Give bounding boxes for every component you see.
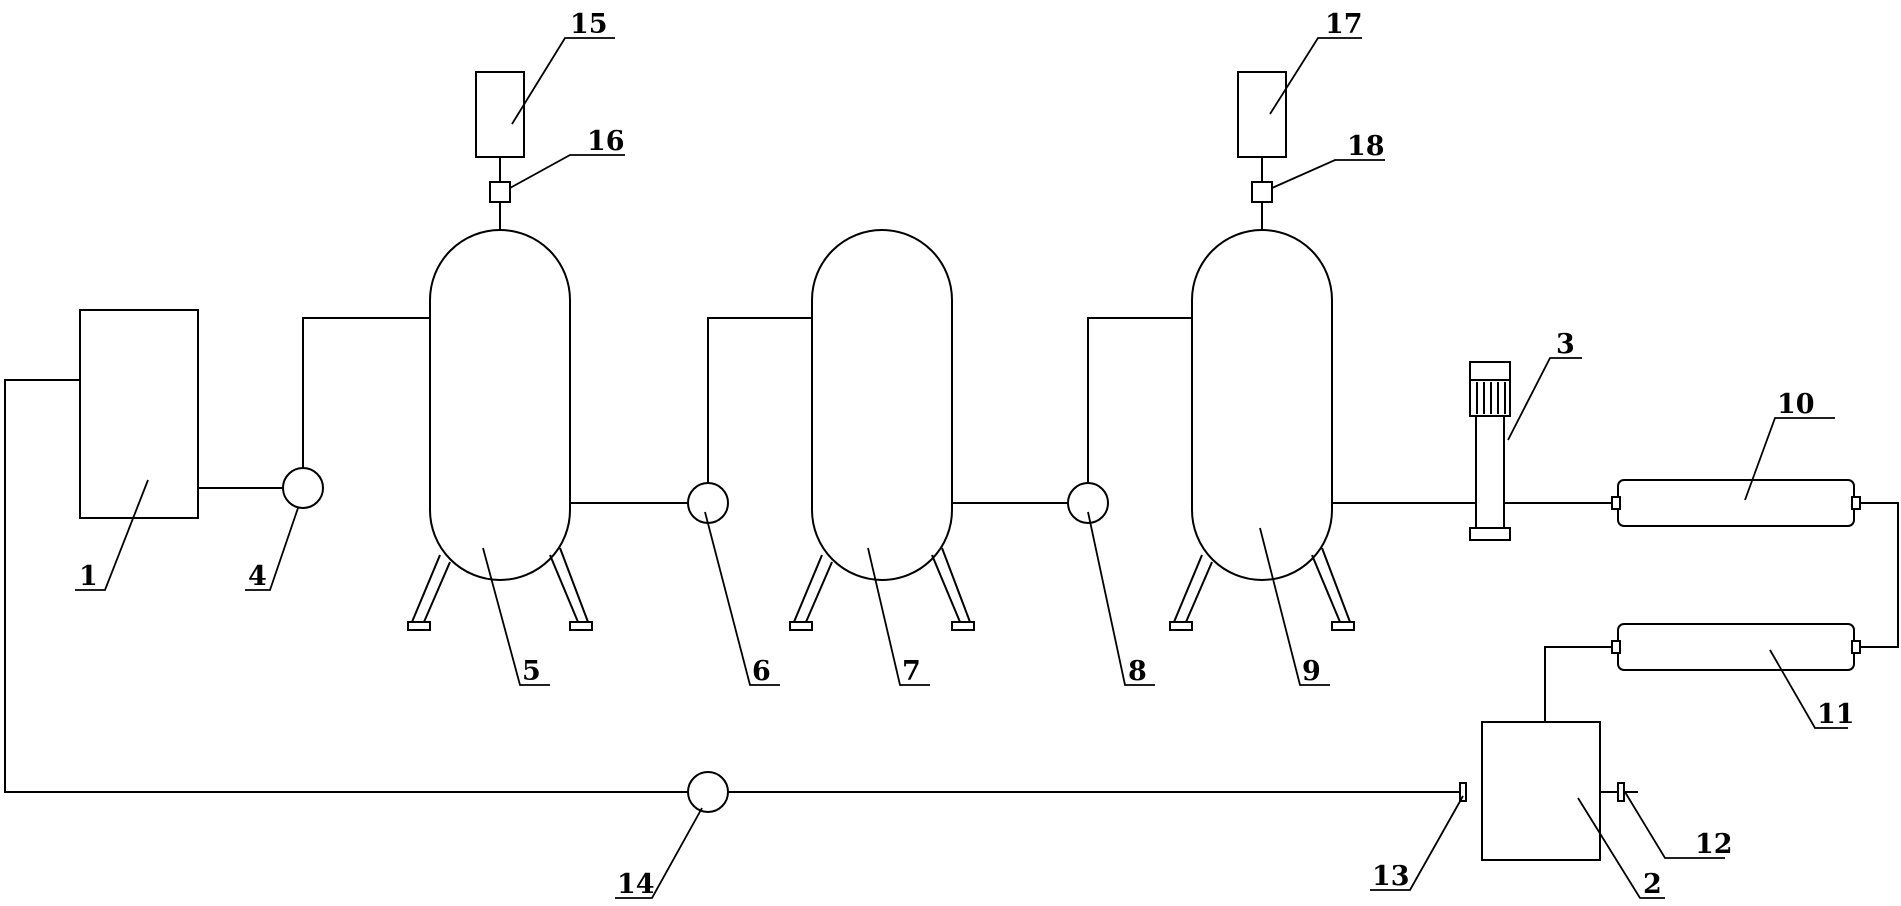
pipe-11-to-2 bbox=[1544, 646, 1612, 722]
component-15 bbox=[475, 71, 525, 158]
label-14: 14 bbox=[617, 869, 655, 900]
filter-3 bbox=[1469, 361, 1511, 541]
label-10: 10 bbox=[1777, 389, 1815, 420]
label-3: 3 bbox=[1556, 329, 1575, 360]
label-11: 11 bbox=[1817, 699, 1855, 730]
tank-2 bbox=[1481, 721, 1601, 861]
pipe-6-to-7 bbox=[707, 317, 812, 485]
valve-13 bbox=[1459, 782, 1467, 802]
pipe-4-to-5 bbox=[302, 317, 430, 470]
leaders bbox=[75, 37, 1848, 899]
label-8: 8 bbox=[1128, 656, 1147, 687]
component-18 bbox=[1251, 181, 1273, 203]
label-5: 5 bbox=[522, 656, 541, 687]
component-17 bbox=[1237, 71, 1287, 158]
tube-11 bbox=[1611, 623, 1861, 671]
box-1 bbox=[79, 309, 199, 519]
label-4: 4 bbox=[248, 561, 267, 592]
pipe-8-to-9 bbox=[1087, 317, 1192, 485]
label-17: 17 bbox=[1325, 9, 1363, 40]
tube-10 bbox=[1611, 479, 1861, 527]
label-12: 12 bbox=[1695, 829, 1733, 860]
pump-14 bbox=[687, 771, 729, 813]
pump-8 bbox=[1067, 482, 1109, 524]
label-7: 7 bbox=[902, 656, 921, 687]
label-18: 18 bbox=[1347, 131, 1385, 162]
pipe-10-to-11 bbox=[1860, 502, 1899, 648]
component-16 bbox=[489, 181, 511, 203]
label-6: 6 bbox=[752, 656, 771, 687]
labels: 1 4 5 6 7 8 9 3 10 11 2 12 13 14 15 16 1… bbox=[79, 9, 1855, 900]
label-9: 9 bbox=[1302, 656, 1321, 687]
label-1: 1 bbox=[79, 561, 98, 592]
vessel-7 bbox=[789, 229, 975, 631]
vessel-5 bbox=[407, 229, 593, 631]
label-15: 15 bbox=[570, 9, 608, 40]
label-2: 2 bbox=[1643, 869, 1662, 900]
label-16: 16 bbox=[587, 126, 625, 157]
label-13: 13 bbox=[1372, 861, 1410, 892]
pipe-return-loop bbox=[4, 379, 1460, 793]
pump-4 bbox=[282, 467, 324, 509]
pump-6 bbox=[687, 482, 729, 524]
vessel-9 bbox=[1169, 229, 1355, 631]
valve-12 bbox=[1617, 782, 1625, 802]
